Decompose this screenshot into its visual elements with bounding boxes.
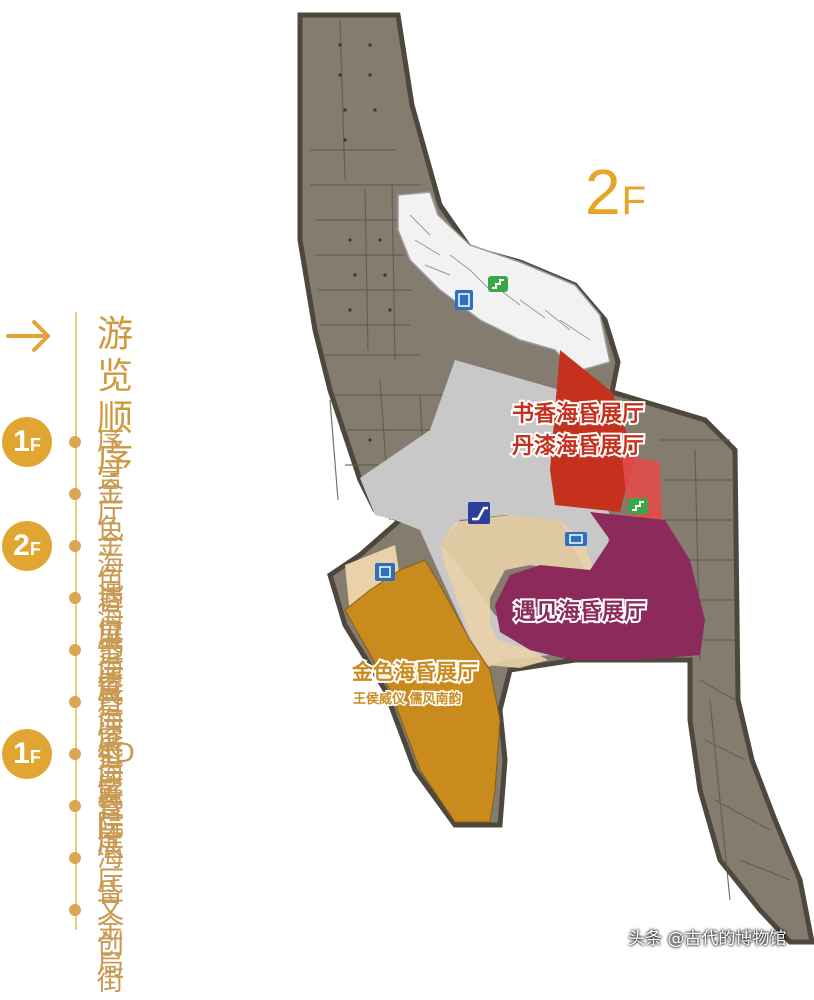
hall-label-shuxiang: 书香海昏展厅 (510, 400, 646, 429)
light-zone-center (440, 515, 595, 668)
legend-heading: 游览顺序 (97, 314, 135, 481)
route-dot (69, 852, 81, 864)
route-item: 文创街 (97, 894, 124, 997)
route-dot (69, 488, 81, 500)
hall-label-jinse: 金色海昏展厅 (350, 658, 480, 686)
route-dot (69, 540, 81, 552)
floor-title-number: 2 (585, 156, 622, 228)
stairs-icon (488, 276, 508, 292)
route-item: 金色海昏展厅 (97, 530, 124, 741)
stairs-icon (628, 498, 648, 514)
route-dot (69, 644, 81, 656)
route-item: 4D影院 (97, 738, 135, 841)
route-item: 丹漆海昏展厅 (97, 686, 124, 897)
route-dot (69, 696, 81, 708)
route-dot (69, 592, 81, 604)
floor-badge-letter: F (29, 435, 41, 455)
hall-yujian-area (495, 512, 705, 660)
floor-title: 2F (585, 160, 647, 233)
floor-plan-map (297, 12, 814, 945)
floor-badge: 2F (2, 521, 52, 571)
route-dot (69, 436, 81, 448)
hall-jinse-area (344, 559, 501, 823)
light-zone-left (345, 545, 400, 615)
elevator-icon (375, 563, 395, 581)
route-item: 书香海昏展厅 (97, 634, 124, 845)
hall-label-danqi: 丹漆海昏展厅 (510, 432, 646, 461)
floor-badge: 1F (2, 729, 52, 779)
hall-shuxiang-area (550, 350, 635, 512)
right-arrow-icon (6, 320, 50, 352)
route-dot (69, 904, 81, 916)
route-item: 海昏金局 (97, 842, 124, 981)
route-item: 遇见海昏展厅 (97, 582, 124, 793)
watermark: 头条 @古代的博物馆 (628, 929, 787, 949)
floor-badge-letter: F (29, 539, 41, 559)
hall-label-yujian: 遇见海昏展厅 (512, 598, 648, 627)
elevator-icon (455, 290, 473, 310)
route-dot (69, 748, 81, 760)
route-item: 序言厅 (97, 426, 124, 529)
floor-badge-number: 1 (13, 425, 30, 458)
route-item: 餐厅 (97, 790, 124, 857)
legend-divider (75, 312, 77, 930)
floor-badge-letter: F (29, 747, 41, 767)
floor-badge-number: 2 (13, 529, 30, 562)
floor-title-letter: F (621, 179, 648, 223)
floor-badge-number: 1 (13, 737, 30, 770)
elevator-icon (565, 532, 587, 546)
escalator-icon (468, 502, 490, 524)
hall-sublabel-jinse: 王侯威仪 儒风南韵 (352, 691, 464, 709)
route-dot (69, 800, 81, 812)
route-item: 金色海昏展厅 (97, 478, 124, 689)
floor-badge: 1F (2, 417, 52, 467)
